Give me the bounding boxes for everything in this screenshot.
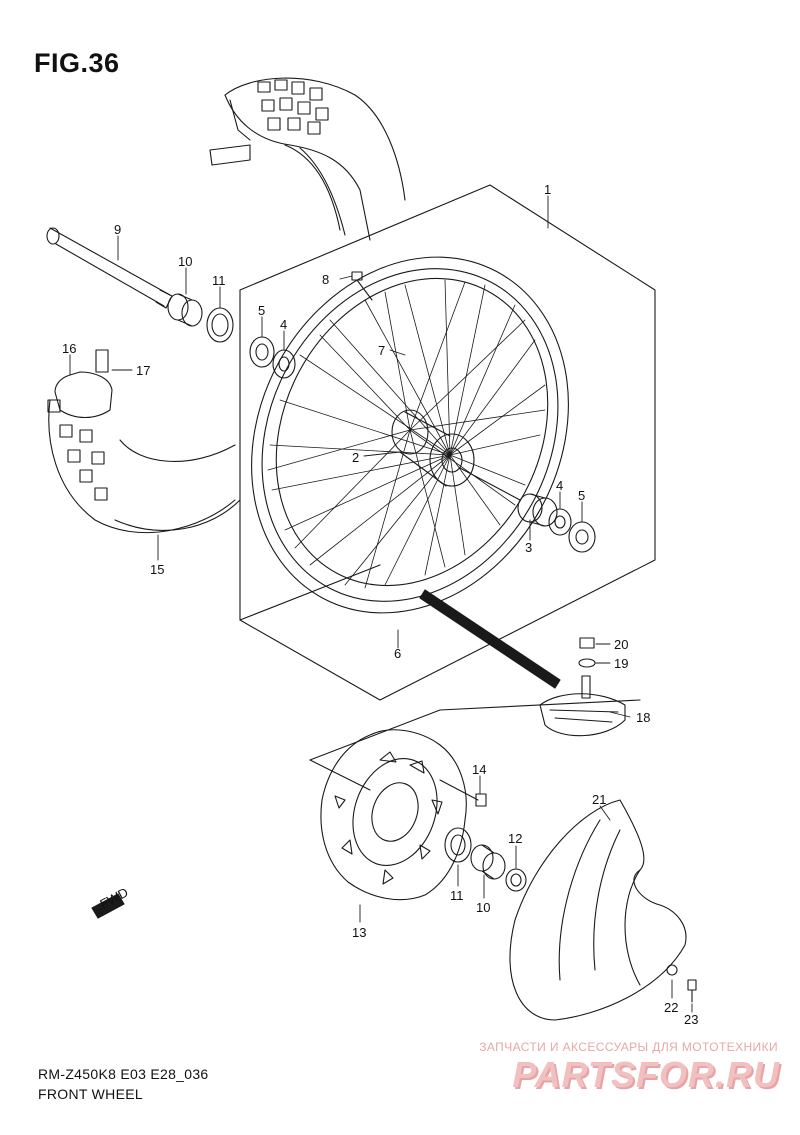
callout-16: 16 (62, 341, 76, 356)
callout-5-left: 5 (258, 303, 265, 318)
watermark-brand-logo: PARTSFOR.RU (512, 1054, 780, 1095)
leader-lines (69, 195, 693, 1013)
spacer-bearing-right (459, 467, 596, 553)
disc-group-frame (309, 699, 641, 791)
callout-15: 15 (150, 562, 164, 577)
callout-4-left: 4 (280, 317, 287, 332)
tube-pointer (419, 589, 561, 689)
fwd-arrow-icon: FWD (91, 885, 131, 919)
cover-bolt (687, 979, 697, 1003)
wheel-spokes (267, 279, 546, 589)
callout-10-upper: 10 (178, 254, 192, 269)
callout-21: 21 (592, 792, 606, 807)
callout-1: 1 (544, 182, 551, 197)
wheel-assembly-frame (239, 184, 656, 701)
callout-5-right: 5 (578, 488, 585, 503)
callout-14: 14 (472, 762, 486, 777)
callout-19: 19 (614, 656, 628, 671)
front-axle (46, 227, 173, 309)
rim-band (539, 637, 626, 737)
callout-8: 8 (322, 272, 329, 287)
disc-cover (509, 799, 687, 1021)
callout-11-lower: 11 (450, 888, 464, 903)
callout-3: 3 (525, 540, 532, 555)
callout-17: 17 (136, 363, 150, 378)
figure-caption: FRONT WHEEL (38, 1086, 143, 1102)
collar-lower (470, 844, 506, 880)
callout-10-lower: 10 (476, 900, 490, 915)
brake-disc (320, 729, 467, 901)
disc-bolt (439, 779, 487, 807)
callout-12: 12 (508, 831, 522, 846)
axle-nut (505, 868, 527, 892)
callout-numbers: 1 2 3 4 4 5 5 6 7 8 9 10 10 11 11 12 13 … (62, 182, 698, 1027)
watermark-tagline: ЗАПЧАСТИ И АКСЕССУАРЫ ДЛЯ МОТОТЕХНИКИ (479, 1040, 778, 1054)
callout-13: 13 (352, 925, 366, 940)
wheel-hub (391, 409, 475, 487)
figure-title: FIG.36 (34, 48, 120, 78)
tire-left (47, 349, 241, 534)
model-code: RM-Z450K8 E03 E28_036 (38, 1066, 209, 1082)
callout-22: 22 (664, 1000, 678, 1015)
dust-seal-lower (444, 827, 472, 863)
callout-20: 20 (614, 637, 628, 652)
callout-23: 23 (684, 1012, 698, 1027)
callout-7: 7 (378, 343, 385, 358)
tire-top (209, 77, 406, 241)
callout-9: 9 (114, 222, 121, 237)
dust-seal-upper (206, 307, 234, 343)
callout-6: 6 (394, 646, 401, 661)
callout-2: 2 (352, 450, 359, 465)
seal-bearing-left (249, 336, 296, 379)
callout-18: 18 (636, 710, 650, 725)
collar-upper (167, 293, 203, 327)
wheel-rim (251, 256, 569, 614)
callout-11-upper: 11 (212, 273, 226, 288)
callout-4-right: 4 (556, 478, 563, 493)
